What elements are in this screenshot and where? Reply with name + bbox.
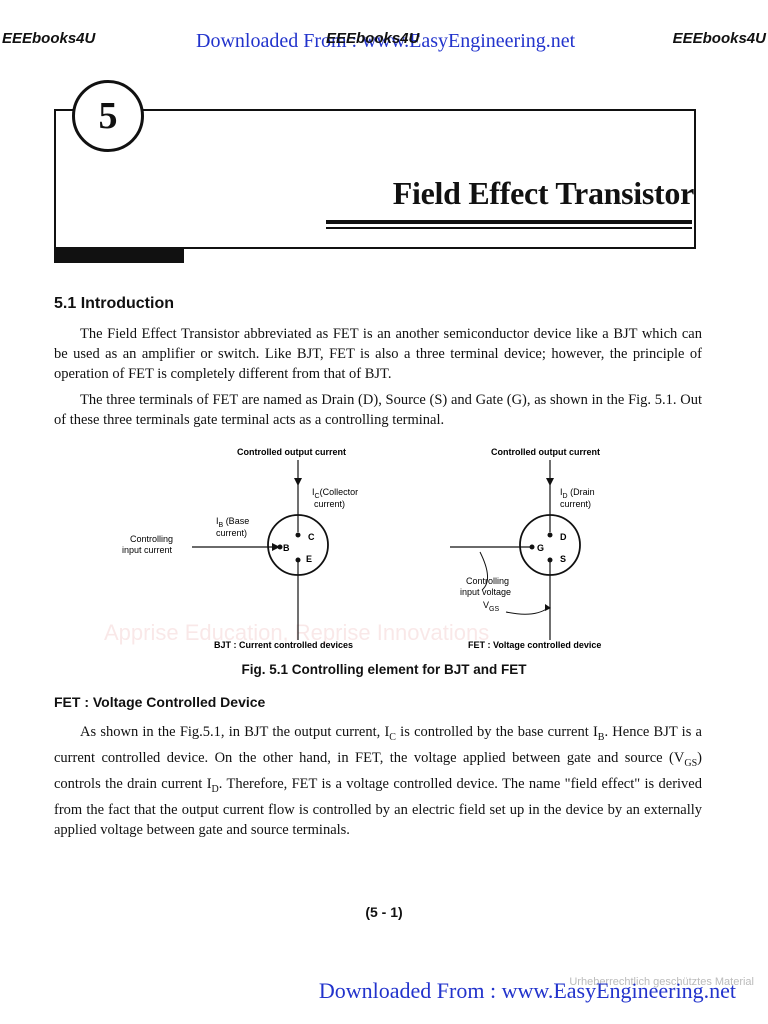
- fet-drain-label-2: current): [560, 499, 591, 509]
- chapter-banner-tab: [54, 247, 184, 263]
- fet-diagram: Controlled output current ID (Drain curr…: [450, 447, 601, 650]
- fet-caption: FET : Voltage controlled device: [468, 640, 601, 650]
- title-rule-thick: [326, 220, 692, 224]
- fet-input-label-1: Controlling: [466, 576, 509, 586]
- figure-caption: Fig. 5.1 Controlling element for BJT and…: [241, 662, 527, 677]
- bjt-collector-arrow-icon: [294, 478, 302, 486]
- title-rule-thin: [326, 227, 692, 229]
- fet-vgs-pointer-2: [505, 607, 549, 615]
- fet-terminal-g: G: [537, 543, 544, 553]
- header-brand-right: EEEbooks4U: [672, 30, 766, 47]
- section-heading: 5.1 Introduction: [54, 295, 174, 312]
- bjt-terminal-e: E: [306, 554, 312, 564]
- header-brand-left: EEEbooks4U: [2, 30, 96, 47]
- bjt-collector-label-2: current): [314, 499, 345, 509]
- chapter-title: Field Effect Transistor: [392, 175, 695, 211]
- bjt-base-label: IB (Base: [216, 516, 249, 529]
- chapter-banner-frame: [54, 109, 696, 249]
- page-number: (5 - 1): [365, 904, 403, 920]
- header-brand-center: EEEbooks4U: [326, 30, 420, 47]
- bjt-caption: BJT : Current controlled devices: [214, 640, 353, 650]
- bjt-input-label-2: input current: [122, 545, 173, 555]
- fet-drain-label: ID (Drain: [560, 487, 595, 500]
- copyright-watermark: Urheberrechtlich geschütztes Material: [569, 976, 754, 988]
- figure-bg-watermark: Apprise Education, Reprise Innovations: [104, 620, 489, 645]
- fet-drain-arrow-icon: [546, 478, 554, 486]
- bjt-input-label-1: Controlling: [130, 534, 173, 544]
- chapter-number-badge: 5: [72, 80, 144, 152]
- footer-download-link[interactable]: Downloaded From : www.EasyEngineering.ne…: [318, 978, 736, 1003]
- bjt-output-label: Controlled output current: [237, 447, 346, 457]
- bjt-collector-label: IC(Collector: [312, 487, 358, 500]
- fet-input-label-2: input voltage: [460, 587, 511, 597]
- fet-terminal-s: S: [560, 554, 566, 564]
- subsection-paragraph: As shown in the Fig.5.1, in BJT the outp…: [54, 724, 702, 838]
- intro-paragraph-2: The three terminals of FET are named as …: [54, 392, 702, 428]
- fet-terminal-d: D: [560, 532, 567, 542]
- bjt-base-label-2: current): [216, 528, 247, 538]
- fet-vgs-label: VGS: [483, 600, 499, 613]
- fet-vgs-arrow-icon: [545, 604, 551, 611]
- bjt-diagram: Controlled output current IC(Collector c…: [122, 447, 358, 650]
- bjt-terminal-b: B: [283, 543, 290, 553]
- subsection-heading: FET : Voltage Controlled Device: [54, 694, 266, 710]
- intro-paragraph-1: The Field Effect Transistor abbreviated …: [54, 326, 702, 382]
- fet-vgs-pointer-1: [479, 551, 488, 591]
- fet-output-label: Controlled output current: [491, 447, 600, 457]
- header-download-link[interactable]: Downloaded From : www.EasyEngineering.ne…: [196, 30, 576, 52]
- bjt-terminal-c: C: [308, 532, 315, 542]
- bjt-base-arrow-icon: [272, 543, 280, 551]
- figure-bjt-fet: Apprise Education, Reprise Innovations C…: [104, 447, 601, 650]
